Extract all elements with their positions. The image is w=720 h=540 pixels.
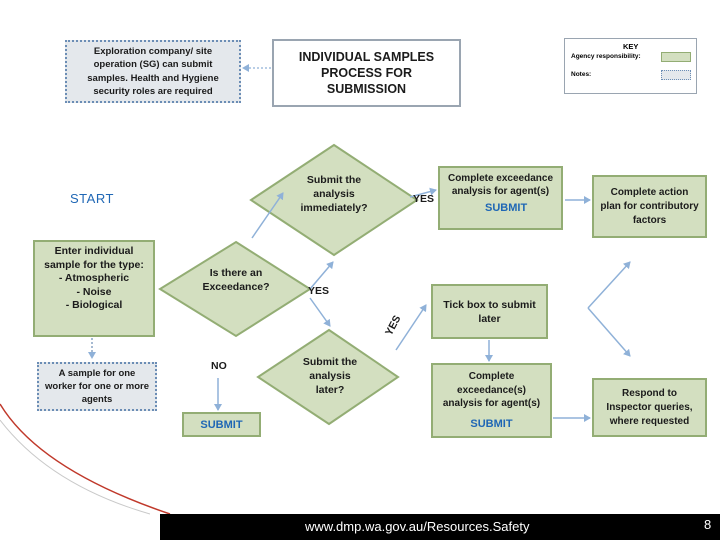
decision-submit-now-line-2: analysis (313, 188, 355, 200)
arrow-split-up (587, 261, 631, 309)
decision-submit-later-line-1: Submit the (302, 356, 358, 368)
submit-bottom[interactable]: SUBMIT (470, 417, 513, 430)
action-plan-box: Complete action plan for contributory fa… (592, 175, 707, 238)
enter-line-4: - Noise (76, 285, 112, 298)
decision-exceedance-diamond (158, 240, 312, 338)
note-sample: A sample for one worker for one or more … (37, 362, 157, 411)
page-title: INDIVIDUAL SAMPLES PROCESS FOR SUBMISSIO… (298, 50, 435, 96)
arrow-split-down (587, 307, 631, 357)
footer-url[interactable]: www.dmp.wa.gov.au/Resources.Safety (305, 519, 530, 534)
complete-exceedance-bottom-box: Complete exceedance(s) analysis for agen… (431, 363, 552, 438)
decision-submit-now-text: Submit the analysis immediately? (284, 173, 384, 215)
decor-grey-arc (0, 419, 151, 515)
action-plan-text: Complete action plan for contributory fa… (600, 186, 699, 226)
arrow-exceedance-to-later (309, 297, 331, 327)
tick-box-later: Tick box to submit later (431, 284, 548, 339)
complete-exceedance-top-box: Complete exceedance analysis for agent(s… (438, 166, 563, 230)
submit-left[interactable]: SUBMIT (200, 418, 243, 431)
key-box: KEY Agency responsibility: Notes: (564, 38, 697, 94)
label-yes-top: YES (413, 193, 435, 205)
decision-submit-now-line-3: immediately? (300, 202, 368, 214)
enter-line-3: - Atmospheric (58, 272, 130, 284)
key-notes-swatch (661, 70, 691, 80)
decision-submit-now-line-1: Submit the (306, 174, 362, 186)
arrow-exceedance-to-submit-now (251, 192, 284, 239)
arrow-later-yes (395, 304, 427, 351)
key-title: KEY (623, 42, 639, 51)
note-top-text: Exploration company/ site operation (SG)… (87, 45, 219, 98)
arrow-yes-top (409, 187, 437, 198)
enter-sample-box: Enter individual sample for the type: - … (33, 240, 155, 337)
decor-red-arc (0, 403, 171, 515)
decision-exceedance-line-2: Exceedance? (202, 281, 270, 293)
decision-submit-now-diamond (249, 143, 419, 257)
submit-top[interactable]: SUBMIT (485, 202, 528, 214)
complete-top-text: Complete exceedance analysis for agent(s… (447, 173, 554, 197)
label-yes-mid: YES (308, 285, 330, 297)
footer-bar (160, 514, 720, 540)
tick-box-text: Tick box to submit later (443, 298, 536, 325)
key-agency-swatch (661, 52, 691, 62)
enter-line-1: Enter individual (54, 245, 134, 257)
decision-exceedance-text: Is there an Exceedance? (186, 266, 286, 294)
key-notes-label: Notes: (571, 71, 592, 78)
note-sample-text: A sample for one worker for one or more … (45, 368, 149, 405)
complete-bottom-text: Complete exceedance(s) analysis for agen… (442, 371, 541, 409)
footer-page-number: 8 (704, 517, 712, 532)
decision-submit-later-line-2: analysis (309, 370, 351, 382)
respond-text: Respond to Inspector queries, where requ… (606, 387, 693, 427)
submit-left-box: SUBMIT (182, 412, 261, 437)
label-no: NO (211, 360, 227, 372)
enter-line-5: - Biological (65, 299, 123, 311)
key-agency-label: Agency responsibility: (571, 53, 641, 60)
title-box: INDIVIDUAL SAMPLES PROCESS FOR SUBMISSIO… (272, 39, 461, 107)
decision-exceedance-line-1: Is there an (209, 267, 263, 279)
enter-line-2: sample for the type: (44, 258, 144, 271)
start-label: START (70, 191, 114, 206)
arrow-exceedance-yes (309, 261, 334, 290)
decision-submit-later-text: Submit the analysis later? (280, 355, 380, 397)
note-top: Exploration company/ site operation (SG)… (65, 40, 241, 103)
decision-submit-later-line-3: later? (315, 384, 345, 396)
respond-box: Respond to Inspector queries, where requ… (592, 378, 707, 437)
decision-submit-later-diamond (256, 328, 400, 426)
